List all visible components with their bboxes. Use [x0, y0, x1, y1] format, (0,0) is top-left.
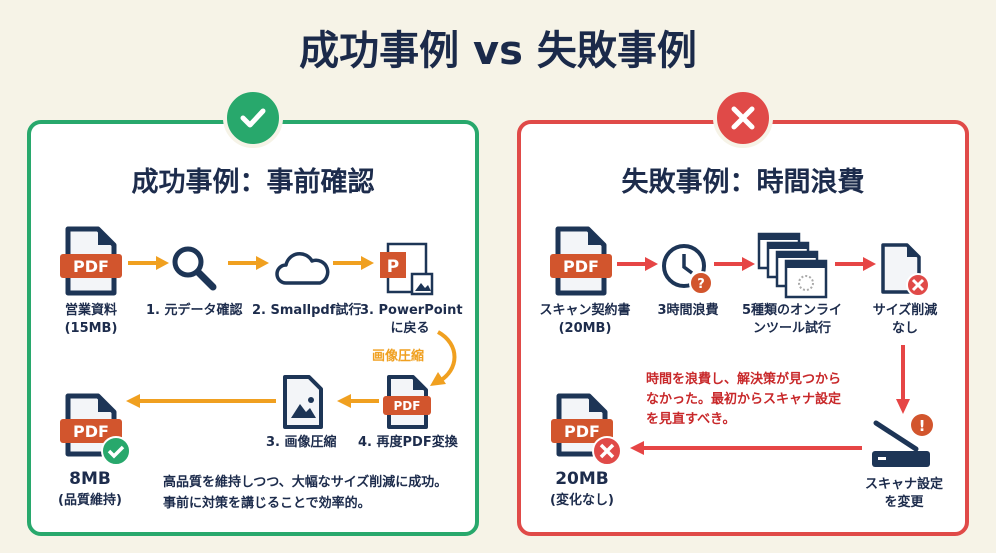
svg-text:?: ? — [697, 277, 705, 292]
success-description: 高品質を維持しつつ、大幅なサイズ削減に成功。事前に対策を講じることで効率的。 — [163, 475, 448, 511]
step-label: 3時間浪費 — [657, 303, 719, 318]
arrow-down-icon — [896, 345, 910, 414]
clock-question-icon: ? — [662, 244, 713, 295]
arrow-right-icon — [617, 257, 658, 271]
step-label: スキャン契約書(20MB) — [539, 303, 631, 336]
arrow-right-icon — [128, 256, 169, 270]
result-size: 20MB — [555, 469, 609, 489]
arrow-left-icon — [630, 441, 862, 455]
check-badge-icon — [223, 88, 283, 148]
pdf-file-icon: PDF — [383, 375, 431, 429]
step-label: 営業資料(15MB) — [64, 303, 118, 336]
arrow-right-icon — [714, 257, 755, 271]
step-label: 3. 画像圧縮 — [266, 435, 337, 450]
step-label: 4. 再度PDF変換 — [358, 435, 458, 450]
svg-text:PDF: PDF — [563, 257, 599, 276]
page-title: 成功事例 vs 失敗事例 — [299, 28, 697, 74]
pdf-file-icon: PDF — [60, 226, 122, 296]
arrow-left-icon — [337, 394, 379, 408]
pdf-success-icon: PDF — [60, 393, 131, 466]
success-panel — [27, 120, 479, 536]
failure-heading: 失敗事例：時間浪費 — [621, 167, 865, 198]
step-label: スキャナ設定を変更 — [864, 477, 943, 510]
pdf-file-icon: PDF — [550, 226, 612, 296]
step-label: 1. 元データ確認 — [146, 303, 243, 318]
scanner-icon: ! — [872, 414, 933, 467]
step-label: 5種類のオンラインツール試行 — [741, 303, 843, 336]
curve-label: 画像圧縮 — [372, 349, 425, 364]
svg-text:PDF: PDF — [73, 257, 109, 276]
result-size: 8MB — [69, 469, 111, 489]
browser-windows-icon — [757, 232, 828, 299]
svg-text:P: P — [387, 257, 399, 277]
success-heading: 成功事例：事前確認 — [131, 167, 375, 198]
arrow-left-icon — [126, 394, 276, 408]
curved-arrow-icon — [430, 330, 457, 386]
pdf-failure-icon: PDF — [551, 393, 622, 466]
cloud-icon — [275, 252, 330, 285]
powerpoint-icon: P — [380, 242, 434, 296]
result-note: (品質維持) — [58, 493, 122, 508]
arrow-right-icon — [228, 256, 269, 270]
svg-text:!: ! — [919, 417, 926, 435]
svg-text:PDF: PDF — [394, 399, 421, 413]
svg-text:PDF: PDF — [564, 422, 600, 441]
arrow-right-icon — [333, 256, 374, 270]
x-badge-icon — [713, 88, 773, 148]
result-note: (変化なし) — [550, 493, 614, 508]
magnifier-icon — [172, 246, 217, 291]
svg-text:PDF: PDF — [73, 422, 109, 441]
arrow-right-icon — [835, 257, 876, 271]
image-file-icon — [283, 375, 323, 429]
file-error-icon — [881, 243, 930, 297]
step-label: サイズ削減なし — [872, 303, 938, 336]
failure-description: 時間を浪費し、解決策が見つからなかった。最初からスキャナ設定を見直すべき。 — [646, 372, 842, 427]
step-label: 2. Smallpdf試行 — [252, 303, 362, 318]
